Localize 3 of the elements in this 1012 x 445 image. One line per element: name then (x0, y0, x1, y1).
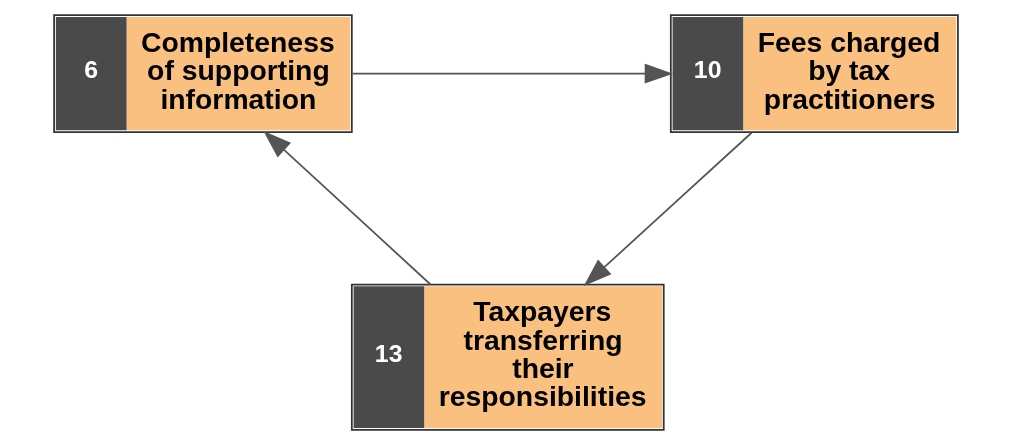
arrow (351, 63, 674, 84)
arrow (583, 131, 753, 287)
arrow (263, 130, 432, 286)
